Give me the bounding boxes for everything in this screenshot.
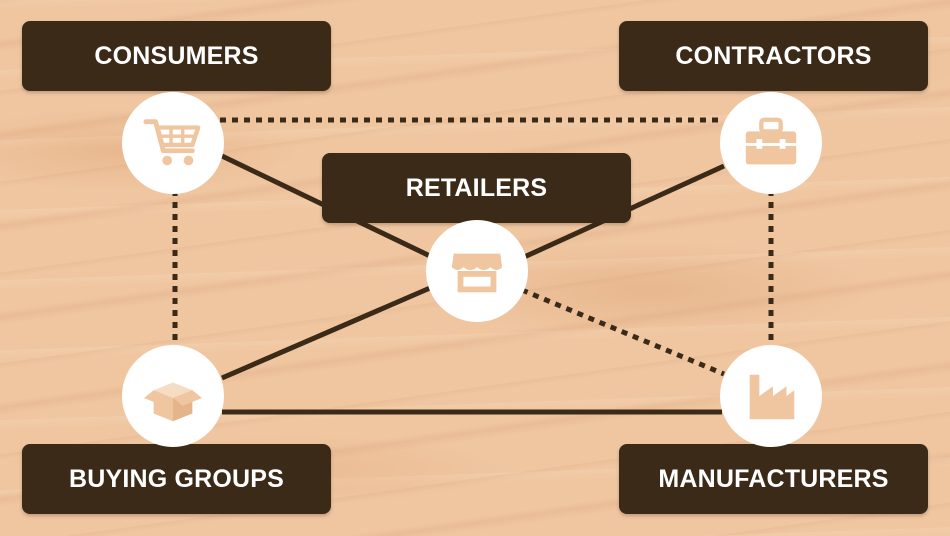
node-contractors [720, 92, 822, 194]
toolbox-icon [745, 117, 797, 165]
storefront-icon [451, 253, 503, 293]
node-manufacturers [720, 345, 822, 447]
shopping-cart-icon [143, 119, 201, 166]
open-box-icon [143, 382, 203, 422]
node-buying-groups [122, 345, 224, 447]
edge-buying-groups-retailers [221, 285, 431, 381]
factory-icon [749, 374, 795, 420]
label-contractors-text: CONTRACTORS [675, 41, 872, 70]
label-consumers-text: CONSUMERS [94, 41, 259, 70]
label-buying-groups: BUYING GROUPS [22, 444, 331, 514]
node-consumers [122, 92, 224, 194]
node-retailers [426, 220, 528, 322]
edge-retailers-manufacturers [521, 287, 725, 377]
label-manufacturers: MANUFACTURERS [619, 444, 928, 514]
label-retailers-text: RETAILERS [405, 173, 548, 202]
label-buying-groups-text: BUYING GROUPS [68, 464, 285, 493]
label-manufacturers-text: MANUFACTURERS [658, 464, 889, 493]
label-contractors: CONTRACTORS [619, 21, 928, 91]
label-consumers: CONSUMERS [22, 21, 331, 91]
label-retailers: RETAILERS [322, 153, 631, 223]
